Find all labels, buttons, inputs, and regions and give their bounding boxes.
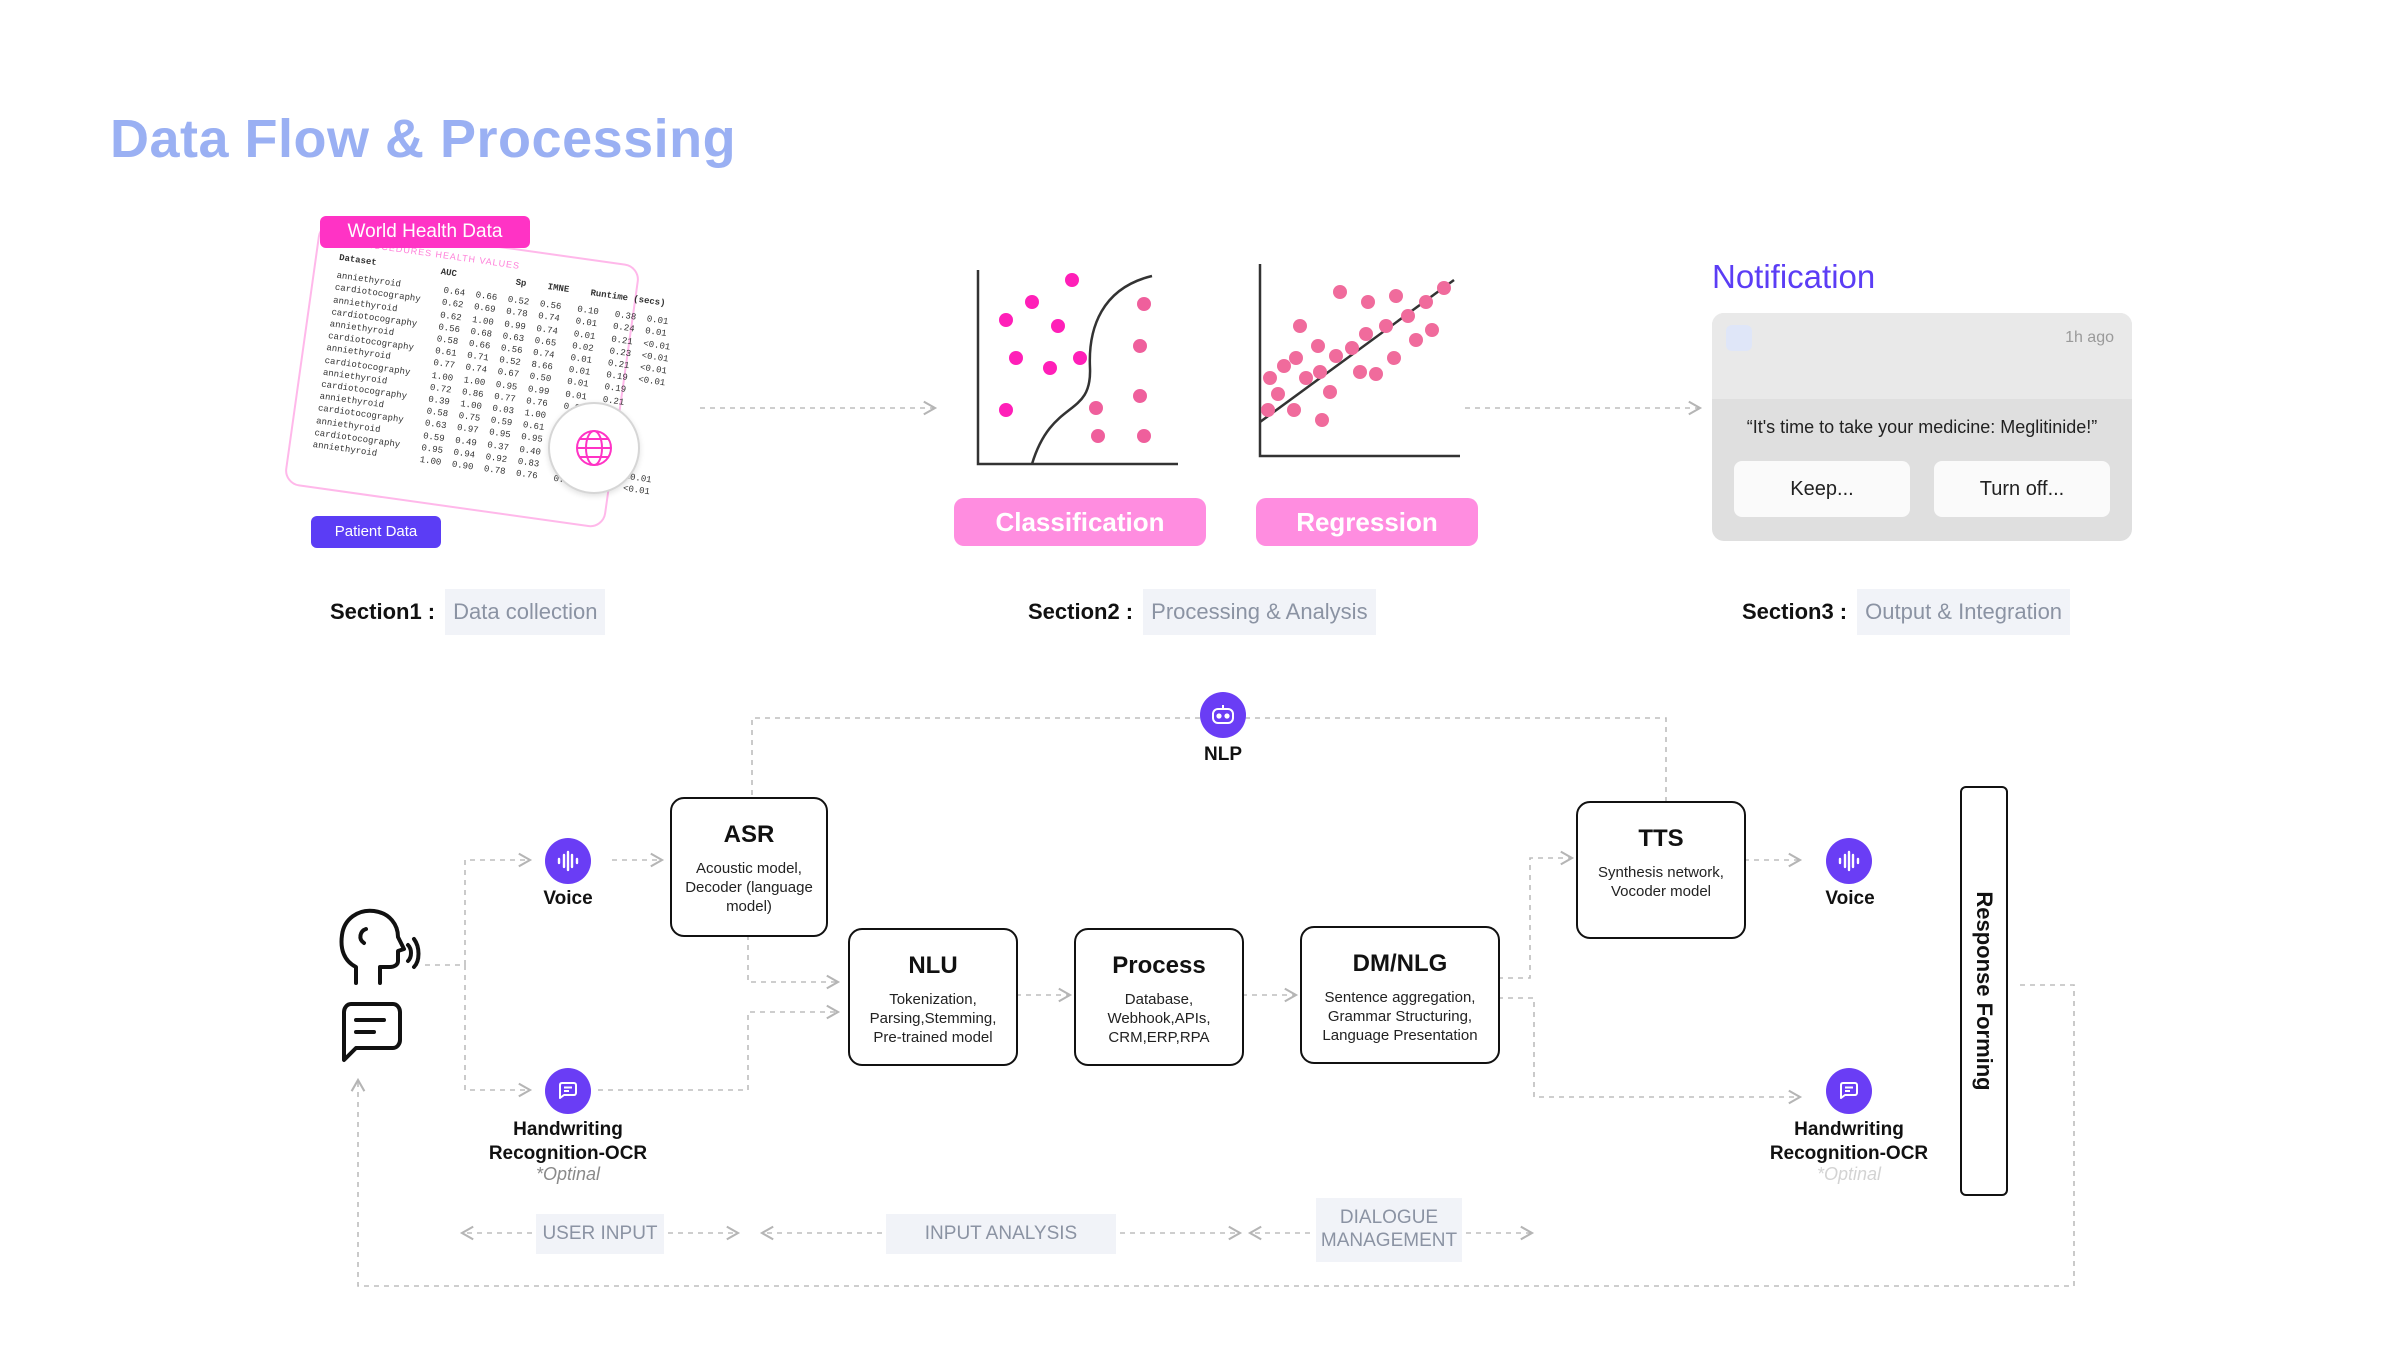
speaking-head-icon bbox=[339, 908, 421, 985]
section1-label: Section1 : Data collection bbox=[330, 589, 606, 635]
tts-title: TTS bbox=[1638, 825, 1684, 852]
dmnlg-box: DM/NLG Sentence aggregation, Grammar Str… bbox=[1300, 926, 1500, 1064]
classification-label: Classification bbox=[954, 498, 1206, 546]
asr-description: Acoustic model, Decoder (language model) bbox=[685, 860, 813, 915]
stage-user-input: USER INPUT bbox=[536, 1214, 664, 1254]
section1-number: Section1 : bbox=[330, 599, 436, 624]
asr-box: ASR Acoustic model, Decoder (language mo… bbox=[670, 797, 828, 937]
nlu-title: NLU bbox=[908, 952, 958, 979]
voice-input-label: Voice bbox=[543, 888, 593, 909]
stage-input-analysis: INPUT ANALYSIS bbox=[886, 1214, 1116, 1254]
notification-title: Notification bbox=[1712, 258, 1876, 295]
classification-plot bbox=[976, 270, 1178, 466]
patient-data-tag: Patient Data bbox=[311, 516, 441, 548]
section3-name: Output & Integration bbox=[1857, 589, 2071, 635]
voice-wave-icon bbox=[1826, 838, 1872, 884]
section2-label: Section2 : Processing & Analysis bbox=[1028, 589, 1376, 635]
nlu-box: NLU Tokenization, Parsing,Stemming, Pre-… bbox=[848, 928, 1018, 1066]
tts-box: TTS Synthesis network, Vocoder model bbox=[1576, 801, 1746, 939]
response-forming-box: Response Forming bbox=[1960, 786, 2008, 1196]
keep-button[interactable]: Keep... bbox=[1734, 461, 1910, 517]
ocr-output-label: Handwriting Recognition-OCR bbox=[1769, 1119, 1929, 1164]
notification-header: 1h ago bbox=[1712, 313, 2132, 399]
response-forming-label: Response Forming bbox=[1972, 891, 1997, 1091]
globe-icon bbox=[548, 402, 640, 494]
stage-dialogue-management: DIALOGUE MANAGEMENT bbox=[1316, 1198, 1462, 1262]
section2-name: Processing & Analysis bbox=[1143, 589, 1376, 635]
notification-time: 1h ago bbox=[2065, 329, 2114, 346]
message-square-icon bbox=[1826, 1068, 1872, 1114]
app-icon bbox=[1726, 325, 1752, 351]
voice-output-label: Voice bbox=[1825, 888, 1875, 909]
ocr-output-optional: *Optinal bbox=[1816, 1164, 1882, 1184]
regression-plot bbox=[1258, 264, 1460, 458]
process-title: Process bbox=[1112, 952, 1206, 979]
page-title: Data Flow & Processing bbox=[110, 109, 737, 169]
dmnlg-title: DM/NLG bbox=[1352, 950, 1448, 977]
world-health-data-tag: World Health Data bbox=[320, 216, 530, 248]
ocr-input-label: Handwriting Recognition-OCR bbox=[488, 1119, 648, 1164]
asr-title: ASR bbox=[723, 821, 775, 848]
chat-icon bbox=[342, 1002, 402, 1062]
nlp-label: NLP bbox=[1204, 744, 1242, 765]
section2-number: Section2 : bbox=[1028, 599, 1134, 624]
dmnlg-description: Sentence aggregation, Grammar Structurin… bbox=[1322, 989, 1478, 1044]
notification-message: “It's time to take your medicine: Meglit… bbox=[1746, 417, 2098, 437]
section1-name: Data collection bbox=[445, 589, 606, 635]
section3-label: Section3 : Output & Integration bbox=[1742, 589, 2071, 635]
notification-card: 1h ago “It's time to take your medicine:… bbox=[1712, 313, 2132, 541]
regression-label: Regression bbox=[1256, 498, 1478, 546]
tts-description: Synthesis network, Vocoder model bbox=[1598, 864, 1724, 900]
section3-number: Section3 : bbox=[1742, 599, 1848, 624]
turn-off-button[interactable]: Turn off... bbox=[1934, 461, 2110, 517]
process-box: Process Database, Webhook,APIs, CRM,ERP,… bbox=[1074, 928, 1244, 1066]
process-description: Database, Webhook,APIs, CRM,ERP,RPA bbox=[1107, 991, 1211, 1046]
nlu-description: Tokenization, Parsing,Stemming, Pre-trai… bbox=[869, 991, 997, 1046]
nlp-robot-icon bbox=[1200, 692, 1246, 738]
voice-wave-icon bbox=[545, 838, 591, 884]
message-square-icon bbox=[545, 1068, 591, 1114]
ocr-input-optional: *Optinal bbox=[535, 1164, 601, 1184]
